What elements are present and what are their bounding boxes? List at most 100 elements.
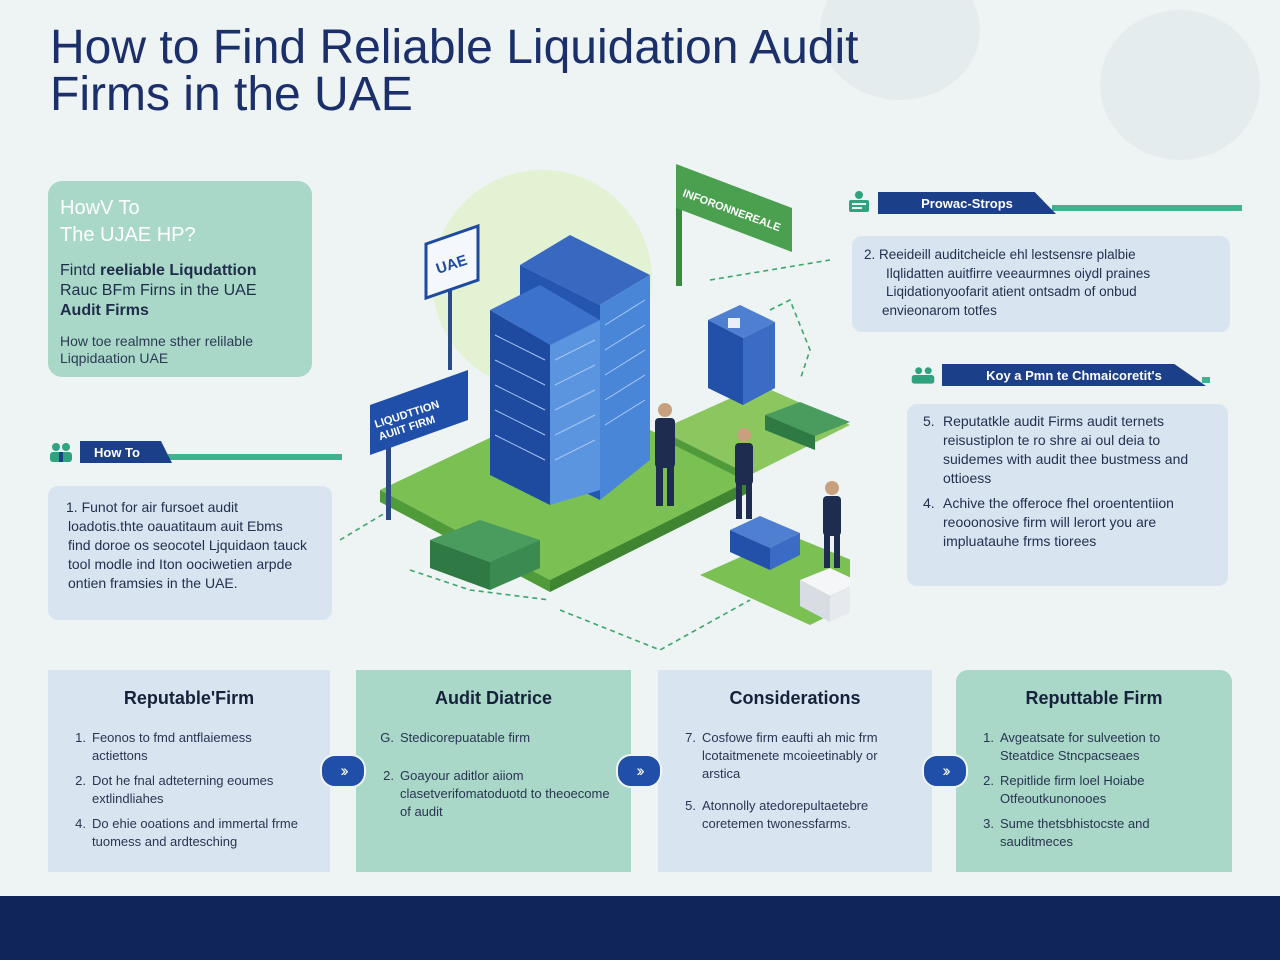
how-to-line: tool modle ind Iton oociwetien arpde	[68, 556, 293, 572]
card-reputable-firm: Reputable'Firm 1. Feonos to fmd antflaiem…	[48, 670, 330, 872]
businessperson-figure	[735, 428, 753, 519]
key-firm-item-number: 5.	[923, 413, 935, 429]
key-firm-item-line: reooonosive firm will lerort you are	[943, 514, 1157, 530]
card-item-text: Dot he fnal adteterning eoumes extlindli…	[92, 773, 274, 806]
card-list-item: 4. Do ehie ooations and immertal frme tuo…	[68, 815, 310, 851]
card-title: Considerations	[729, 688, 861, 708]
how-to-line: 1. Funot for air fursoet audit	[66, 499, 238, 515]
process-steps-line: envieonarom totfes	[882, 302, 997, 318]
process-steps-line: Ilqlidatten auitfirre veeaurmnes oiydl p…	[886, 265, 1151, 281]
process-steps-line: 2. Reeideill auditcheicle ehl lestsensre…	[864, 247, 1136, 262]
key-firm-item-text: Achive the offeroce fhel oroententiion r…	[943, 494, 1174, 551]
intro-note-line-2: Liqpidaation UAE	[60, 350, 169, 366]
card-item-number: 1.	[75, 730, 86, 745]
chevron-right-icon: ››	[320, 754, 366, 788]
card-item-number: G.	[380, 730, 394, 745]
intro-question: HowV To The UJAE HP?	[60, 195, 300, 249]
card-item-number: 1.	[983, 730, 994, 745]
businessperson-figure	[823, 481, 841, 568]
key-firm-item: 5. Reputatkle audit Firms audit ternets …	[923, 412, 1216, 488]
key-firm-label: Koy a Pmn te Chmaicoretit's	[942, 364, 1206, 386]
process-steps-underline	[1052, 205, 1242, 211]
dashed-connector	[339, 259, 831, 651]
sign-uae: UAE	[424, 223, 480, 370]
data-server-cube	[730, 516, 800, 570]
card-list-item: 1.Avgeatsate for sulveetion to Steatdice…	[976, 729, 1212, 765]
card-list: 1.Feonos to fmd antflaiemess actiettons …	[68, 729, 310, 851]
intro-lead-line-2: Rauc BFm Firns in the UAE	[60, 282, 257, 299]
key-firm-item-line: reisustiplon te ro shre ai oul deia to	[943, 432, 1161, 448]
card-item-text: Feonos to fmd antflaiemess actiettons	[92, 730, 252, 763]
how-to-underline	[168, 454, 342, 460]
card-item-text: Do ehie ooations and immertal frme tuome…	[92, 816, 298, 849]
card-list-item: 7. Cosfowe firm eaufti ah mic frm lcotait…	[678, 729, 912, 783]
card-list-item: G. Stedicorepuatable firm	[376, 729, 611, 747]
process-steps-line: Liqidationyoofarit atient ontsadm of onb…	[886, 284, 1137, 299]
how-to-panel: 1. Funot for air fursoet audit loadotis.…	[48, 486, 332, 620]
key-firm-item-line: suidemes with audit thee bustmess and	[943, 451, 1189, 467]
card-item-text: Cosfowe firm eaufti ah mic frm lcotaitme…	[702, 730, 878, 781]
intro-question-line-2: The UJAE HP?	[60, 224, 196, 246]
title-line-1: How to Find Reliable Liquidation Audit	[50, 21, 859, 74]
background-circle	[1100, 10, 1260, 160]
card-item-number: 4.	[75, 816, 86, 831]
card-list-item: 1. Feonos to fmd antflaiemess actiettons	[68, 729, 310, 765]
key-firm-item-line: Achive the offeroce fhel oroententiion	[943, 495, 1174, 511]
data-server-cube	[708, 305, 775, 405]
card-item-text: Goayour aditlor aiiom clasetverifomatodu…	[400, 768, 610, 819]
card-item-text: Stedicorepuatable firm	[400, 730, 531, 745]
card-list-item: 5.Atonnolly atedorepultaetebre coretemen…	[678, 797, 912, 833]
money-stack	[765, 402, 850, 450]
key-firm-underline	[1202, 377, 1210, 383]
card-title: Reputtable Firm	[1025, 688, 1163, 708]
card-title: Reputable'Firm	[123, 688, 255, 708]
people-icon	[48, 441, 74, 463]
key-firm-item-line: impluatauhe frms tiorees	[943, 533, 1097, 549]
card-item-text: Sume thetsbhistocste and sauditmeces	[1000, 816, 1150, 849]
intro-lead-prefix: Fintd	[60, 262, 101, 279]
card-item-number: 2.	[75, 773, 86, 788]
card-item-number: 2.	[383, 768, 394, 783]
key-firm-item-number: 4.	[923, 495, 935, 511]
how-to-line: find doroe os seocotel Ljquidaon tauck	[68, 537, 307, 553]
chevron-right-icon: ››	[922, 754, 968, 788]
process-steps-panel: 2. Reeideill auditcheicle ehl lestsensre…	[852, 236, 1230, 332]
card-item-text: Repitlide firm loel Hoiabe Otfeoutkunono…	[1000, 773, 1145, 806]
intro-lead-bold-3: Audit Firms	[60, 302, 149, 319]
card-list: 1.Avgeatsate for sulveetion to Steatdice…	[976, 729, 1212, 851]
chevron-right-icon: ››	[616, 754, 662, 788]
how-to-tag: How To	[48, 439, 342, 465]
card-item-number: 7.	[685, 730, 696, 745]
key-firm-panel: 5. Reputatkle audit Firms audit ternets …	[907, 404, 1228, 586]
checklist-icon	[846, 191, 872, 214]
how-to-line: ontien framsies in the UAE.	[68, 575, 238, 591]
page-title: How to Find Reliable Liquidation Audit F…	[50, 21, 1010, 121]
card-title: Audit Diatrice	[434, 688, 553, 708]
intro-lead-bold-1: reeliable Liqudattion	[100, 262, 257, 279]
intro-lead: Fintd reeliable Liqudattion Rauc BFm Fir…	[60, 261, 300, 321]
card-list-item: 2. Goayour aditlor aiiom clasetverifomato…	[376, 767, 611, 821]
card-item-number: 2.	[983, 773, 994, 788]
money-stack	[430, 520, 540, 590]
how-to-label: How To	[80, 441, 172, 463]
key-firm-tag: Koy a Pmn te Chmaicoretit's	[910, 362, 1210, 388]
title-line-2: Firms in the UAE	[50, 68, 413, 121]
key-firm-item: 4. Achive the offeroce fhel oroententiio…	[923, 494, 1216, 551]
key-firm-item-text: Reputatkle audit Firms audit ternets rei…	[943, 412, 1188, 488]
sign-top: INFORONNEREALE	[676, 164, 792, 286]
isometric-illustration: INFORONNEREALE UAE LIQUDTTION AUIIT FIRM	[339, 164, 850, 651]
card-list-item: 3. Sume thetsbhistocste and sauditmeces	[976, 815, 1212, 851]
people-icon	[910, 364, 936, 386]
office-tower	[490, 235, 650, 505]
card-list-item: 2. Dot he fnal adteterning eoumes extlind…	[68, 772, 310, 808]
intro-note: How toe realmne sther relilable Liqpidaa…	[60, 333, 300, 367]
paper-stack	[800, 568, 850, 622]
key-firm-item-line: ottioess	[943, 470, 992, 486]
intro-box: HowV To The UJAE HP? Fintd reeliable Liq…	[48, 181, 312, 377]
businessperson-figure	[655, 403, 675, 506]
card-item-number: 5.	[685, 798, 696, 813]
card-audit-diatrice: Audit Diatrice G.Stedicorepuatable firm …	[356, 670, 631, 872]
key-firm-item-line: Reputatkle audit Firms audit ternets	[943, 413, 1164, 429]
card-reputtable-firm: Reputtable Firm 1.Avgeatsate for sulveet…	[956, 670, 1232, 872]
card-item-number: 3.	[983, 816, 994, 831]
